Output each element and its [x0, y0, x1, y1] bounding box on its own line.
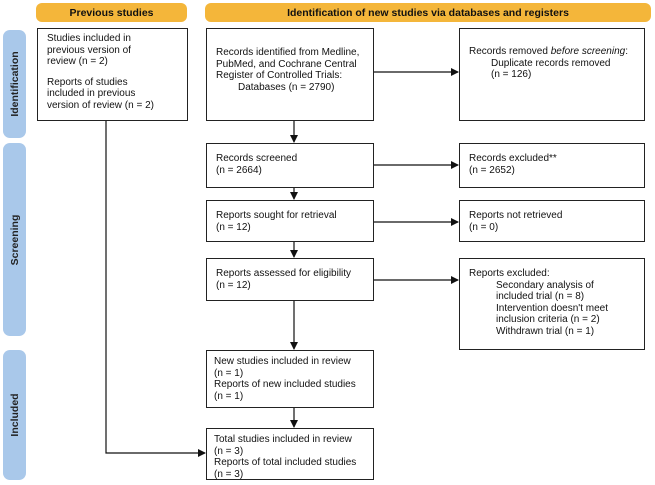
removed-item: Duplicate records removed	[491, 57, 611, 69]
removed-title: Records removed before screening:	[469, 46, 639, 58]
header-previous-studies: Previous studies	[36, 3, 187, 22]
total-included-line: (n = 3)	[214, 468, 244, 480]
new-included-box: New studies included in review (n = 1) R…	[206, 350, 374, 408]
screened-label: Records screened	[216, 153, 298, 164]
removed-count: (n = 126)	[491, 69, 532, 80]
sought-count: (n = 12)	[216, 221, 251, 233]
previous-reports-line: version of review (n = 2)	[47, 99, 154, 111]
reports-excluded-line: Intervention doesn't meet	[496, 302, 608, 314]
phase-identification: Identification	[3, 30, 26, 138]
records-removed-box: Records removed before screening: Duplic…	[459, 28, 645, 121]
reports-excluded-title: Reports excluded:	[469, 268, 550, 279]
reports-excluded-line: included trial (n = 8)	[496, 291, 585, 302]
total-included-line: Reports of total included studies	[214, 457, 357, 468]
reports-not-retrieved-box: Reports not retrieved (n = 0)	[459, 200, 645, 242]
reports-assessed-box: Reports assessed for eligibility (n = 12…	[206, 258, 374, 301]
total-included-line: (n = 3)	[214, 445, 244, 457]
previous-studies-line: Studies included in	[47, 33, 131, 44]
total-included-box: Total studies included in review (n = 3)…	[206, 428, 374, 480]
new-included-line: Reports of new included studies	[214, 379, 356, 390]
removed-title-italic: before screening	[550, 46, 626, 57]
records-identified-box: Records identified from Medline, PubMed,…	[206, 28, 374, 121]
new-included-line: New studies included in review	[214, 356, 351, 367]
reports-excluded-box: Reports excluded: Secondary analysis of …	[459, 258, 645, 350]
reports-sought-box: Reports sought for retrieval (n = 12)	[206, 200, 374, 242]
previous-reports-line: included in previous	[47, 88, 136, 99]
new-included-line: (n = 1)	[214, 367, 244, 379]
identified-line: PubMed, and Cochrane Central	[216, 58, 357, 70]
removed-title-prefix: Records removed	[469, 46, 551, 57]
previous-reports-line: Reports of studies	[47, 76, 128, 88]
reports-excluded-line: inclusion criteria (n = 2)	[496, 314, 600, 325]
not-retrieved-count: (n = 0)	[469, 221, 499, 233]
reports-excluded-line: Secondary analysis of	[496, 279, 594, 291]
removed-title-suffix: :	[625, 46, 628, 57]
identified-line: Register of Controlled Trials:	[216, 70, 343, 81]
arrow-previous-to-total	[105, 121, 206, 457]
total-included-line: Total studies included in review	[214, 434, 352, 445]
assessed-count: (n = 12)	[216, 279, 251, 291]
previous-studies-box: Studies included in previous version of …	[37, 28, 188, 121]
not-retrieved-label: Reports not retrieved	[469, 210, 563, 221]
records-screened-box: Records screened (n = 2664)	[206, 143, 374, 188]
identified-databases: Databases (n = 2790)	[238, 81, 335, 93]
assessed-label: Reports assessed for eligibility	[216, 268, 352, 279]
new-included-line: (n = 1)	[214, 390, 244, 402]
excluded-label: Records excluded**	[469, 153, 557, 164]
screened-count: (n = 2664)	[216, 164, 262, 176]
identified-line: Records identified from Medline,	[216, 47, 360, 58]
previous-studies-line: previous version of	[47, 44, 131, 56]
excluded-count: (n = 2652)	[469, 164, 515, 176]
records-excluded-box: Records excluded** (n = 2652)	[459, 143, 645, 188]
header-new-studies: Identification of new studies via databa…	[205, 3, 651, 22]
reports-excluded-line: Withdrawn trial (n = 1)	[496, 325, 595, 337]
previous-studies-line: review (n = 2)	[47, 56, 108, 67]
phase-included: Included	[3, 350, 26, 480]
phase-screening: Screening	[3, 143, 26, 336]
sought-label: Reports sought for retrieval	[216, 210, 337, 221]
